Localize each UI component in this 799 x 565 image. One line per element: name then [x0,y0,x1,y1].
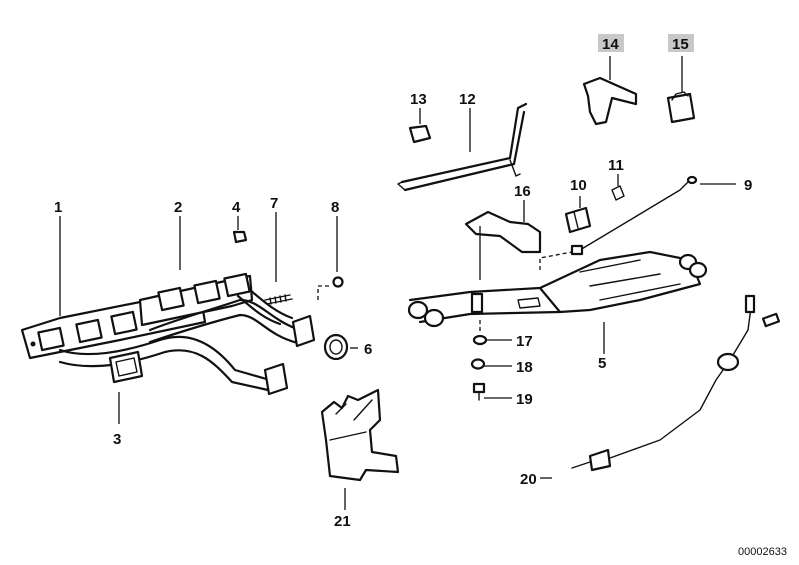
callout-2: 2 [174,199,182,216]
part-16-bracket [464,210,542,254]
callout-21: 21 [334,513,351,530]
part-17-washer [472,334,488,346]
callout-6: 6 [364,341,372,358]
part-7-stud-bolt [264,294,293,305]
part-4-nut [232,230,248,244]
callout-11: 11 [608,157,624,174]
callout-3: 3 [113,431,121,448]
part-20-oxygen-sensor [571,294,781,472]
callout-9: 9 [744,177,752,194]
part-8-nut [332,276,344,288]
callout-5: 5 [598,355,606,372]
callout-20: 20 [520,471,537,488]
callout-12: 12 [459,91,476,108]
callout-13: 13 [410,91,427,108]
part-3-gasket [108,350,144,384]
callout-8: 8 [331,199,339,216]
part-19-bolt [472,382,486,401]
callout-16: 16 [514,183,531,200]
document-number: 00002633 [738,546,787,558]
part-14-bracket [582,76,638,126]
callout-15-highlight [668,34,694,52]
callout-15: 15 [672,36,689,53]
part-5-silencer [407,250,708,328]
callout-14-highlight [598,34,624,52]
callout-1: 1 [54,199,62,216]
leader-lines [59,56,736,510]
callout-18: 18 [516,359,533,376]
callout-19: 19 [516,391,533,408]
part-18-nut [470,358,486,370]
part-6-sealing-ring [323,333,349,361]
part-2-exhaust-manifold [58,272,316,396]
callout-4: 4 [232,199,241,216]
callout-7: 7 [270,195,278,212]
part-11-clip [611,185,625,201]
callout-10: 10 [570,177,587,194]
part-9-sensor-cable [570,175,698,256]
part-10-clamp [564,206,592,234]
callout-14: 14 [602,36,619,53]
callout-17: 17 [516,333,533,350]
part-15-rubber-mount [666,91,696,124]
part-12-support-rod [397,102,528,192]
part-13-nut [408,124,432,144]
part-21-heat-shield [320,388,400,482]
